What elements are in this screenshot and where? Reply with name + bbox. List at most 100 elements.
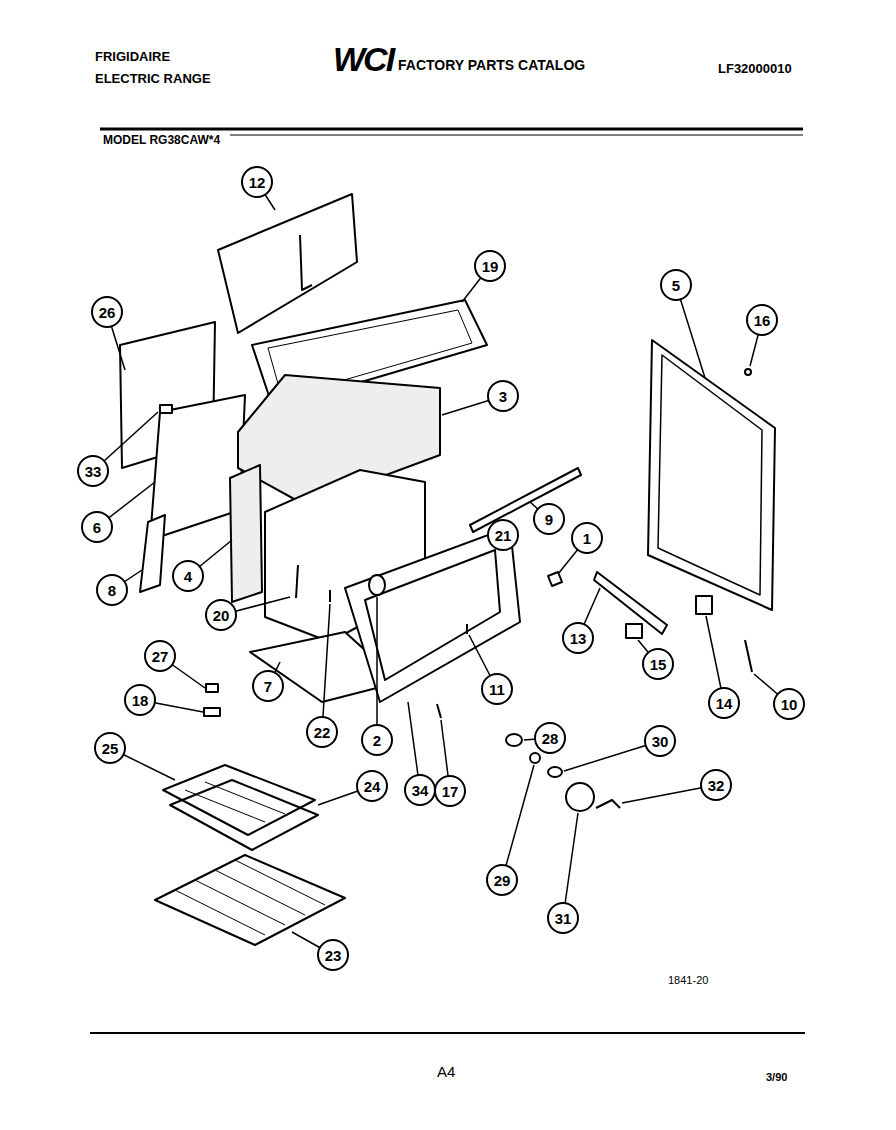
part-outline (90, 1032, 805, 1034)
part-outline (369, 575, 385, 595)
callout-circle: 12 (241, 166, 273, 198)
callout-circle: 15 (642, 648, 674, 680)
part-outline (230, 135, 803, 136)
part-outline (175, 782, 325, 935)
callout-circle: 10 (773, 688, 805, 720)
callout-circle: 20 (205, 599, 237, 631)
part-outline (658, 355, 762, 595)
part-outline (215, 870, 305, 915)
part-outline (140, 515, 165, 592)
callout-number: 29 (494, 873, 511, 888)
callout-number: 17 (442, 784, 459, 799)
callout-circle: 17 (434, 775, 466, 807)
callout-number: 8 (108, 583, 116, 598)
callout-number: 22 (314, 725, 331, 740)
part-outline (365, 550, 500, 680)
callout-number: 25 (102, 741, 119, 756)
part-outline (322, 604, 330, 732)
part-outline (696, 596, 712, 614)
range-parts (120, 194, 775, 945)
callout-number: 21 (495, 528, 512, 543)
callout-number: 34 (412, 783, 429, 798)
callout-circle: 34 (404, 774, 436, 806)
callout-number: 16 (754, 313, 771, 328)
callout-number: 23 (325, 948, 342, 963)
callout-circle: 18 (124, 684, 156, 716)
part-outline (566, 783, 594, 811)
catalog-number: LF32000010 (718, 62, 792, 75)
leader-lines (93, 182, 789, 955)
catalog-title: FACTORY PARTS CATALOG (398, 58, 585, 72)
part-outline (548, 572, 562, 586)
product-type: ELECTRIC RANGE (95, 72, 211, 85)
part-outline (155, 855, 345, 945)
callout-number: 15 (650, 657, 667, 672)
callout-circle: 9 (533, 503, 565, 535)
part-outline (506, 734, 522, 746)
callout-circle: 8 (96, 574, 128, 606)
callout-number: 7 (264, 679, 272, 694)
callout-circle: 4 (172, 560, 204, 592)
brand-name: FRIGIDAIRE (95, 50, 170, 63)
callout-circle: 16 (746, 304, 778, 336)
callout-number: 19 (482, 259, 499, 274)
part-outline (626, 624, 642, 638)
part-outline (160, 405, 172, 413)
callout-number: 3 (499, 389, 507, 404)
callout-number: 6 (93, 520, 101, 535)
part-outline (204, 708, 220, 716)
callout-number: 13 (570, 631, 587, 646)
callout-circle: 21 (487, 519, 519, 551)
part-outline (376, 597, 378, 740)
callout-circle: 23 (317, 939, 349, 971)
callout-circle: 11 (481, 673, 513, 705)
callout-number: 26 (99, 305, 116, 320)
callout-circle: 19 (474, 250, 506, 282)
part-outline (218, 194, 357, 333)
callout-circle: 13 (562, 622, 594, 654)
callout-circle: 3 (487, 380, 519, 412)
callout-number: 20 (213, 608, 230, 623)
callout-circle: 6 (81, 511, 113, 543)
callout-number: 33 (85, 464, 102, 479)
callout-circle: 25 (94, 732, 126, 764)
part-outline (648, 340, 775, 610)
callout-circle: 24 (356, 770, 388, 802)
callout-number: 10 (781, 697, 798, 712)
callout-circle: 28 (534, 722, 566, 754)
part-outline (195, 880, 285, 925)
callout-circle: 31 (547, 902, 579, 934)
part-outline (466, 624, 468, 634)
callout-number: 1 (583, 531, 591, 546)
part-outline (300, 235, 312, 290)
part-outline (100, 128, 803, 131)
part-outline (163, 765, 315, 835)
callout-number: 18 (132, 693, 149, 708)
callout-circle: 7 (252, 670, 284, 702)
callout-number: 28 (542, 731, 559, 746)
callout-circle: 33 (77, 455, 109, 487)
part-outline (235, 860, 325, 905)
callout-number: 9 (545, 512, 553, 527)
callout-number: 32 (708, 778, 725, 793)
callout-circle: 27 (144, 640, 176, 672)
callout-number: 2 (373, 733, 381, 748)
callout-circle: 1 (571, 522, 603, 554)
part-outline (206, 684, 218, 692)
part-outline (170, 780, 318, 850)
part-outline (437, 704, 441, 718)
part-outline (502, 765, 534, 880)
logo-text: WCI (333, 42, 393, 76)
part-outline (230, 465, 262, 602)
model-number: MODEL RG38CAW*4 (103, 134, 220, 146)
callout-number: 11 (489, 682, 505, 697)
callout-circle: 30 (644, 725, 676, 757)
callout-number: 4 (184, 569, 192, 584)
part-outline (548, 767, 562, 777)
callout-number: 14 (716, 696, 733, 711)
part-outline (175, 890, 265, 935)
callout-number: 5 (672, 278, 680, 293)
callout-number: 27 (152, 649, 169, 664)
